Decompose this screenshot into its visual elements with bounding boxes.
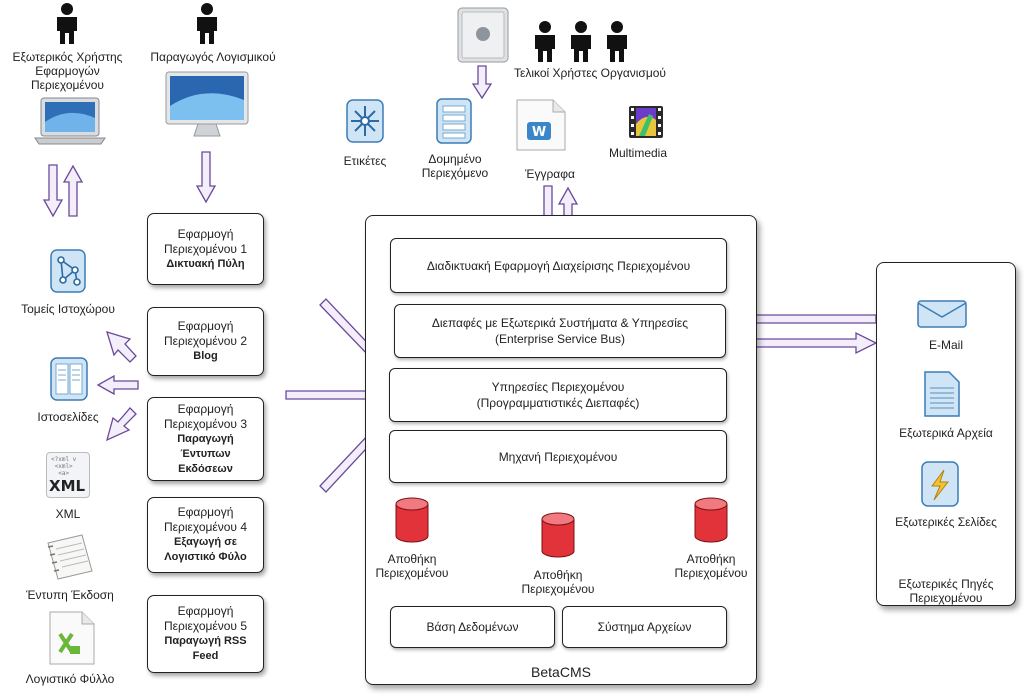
repo-right-label: Αποθήκη Περιεχομένου (674, 552, 748, 580)
user-icon (57, 3, 77, 44)
content-app-1[interactable]: Εφαρμογή Περιεχομένου 1 Δικτυακή Πύλη (147, 213, 264, 285)
content-app-4[interactable]: Εφαρμογή Περιεχομένου 4 Εξαγωγή σε Λογισ… (147, 497, 264, 573)
database-cylinder-icon (541, 512, 575, 558)
site-sections-label: Τομείς Ιστοχώρου (21, 302, 115, 316)
repo-left-label: Αποθήκη Περιεχομένου (375, 552, 449, 580)
notebook-icon (47, 534, 93, 580)
content-app-2[interactable]: Εφαρμογή Περιεχομένου 2 Blog (147, 307, 264, 376)
esb-sublabel: (Enterprise Service Bus) (494, 332, 626, 346)
document-icon: W (516, 99, 566, 151)
email-label: E-Mail (928, 338, 963, 352)
multimedia-label: Multimedia (608, 146, 668, 160)
user-icon (197, 3, 217, 44)
svg-text:W: W (532, 125, 546, 140)
spreadsheet-icon (49, 611, 95, 665)
engine-label: Μηχανή Περιεχομένου (498, 449, 618, 464)
arrow-diag (106, 407, 137, 442)
arrow-down (471, 65, 493, 100)
multimedia-icon (629, 106, 663, 138)
email-icon (917, 300, 967, 328)
content-engine[interactable]: Μηχανή Περιεχομένου (389, 430, 727, 483)
arrow-down (42, 164, 64, 218)
database-label: Βάση Δεδομένων (426, 620, 519, 634)
filesystem-label: Σύστημα Αρχείων (597, 620, 692, 634)
structured-content-label: Δομημένο Περιεχόμενο (421, 152, 489, 180)
documents-label: Έγγραφα (525, 167, 575, 181)
content-app-title: Εφαρμογή Περιεχομένου 5 (163, 604, 247, 633)
content-app-name: Παραγωγή RSS Feed (164, 635, 247, 662)
monitor-icon (165, 71, 249, 137)
arrow-up (62, 164, 84, 217)
content-app-title: Εφαρμογή Περιεχομένου 3 (163, 401, 247, 431)
external-user-label: Εξωτερικός Χρήστης Εφαρμογών Περιεχομένο… (12, 50, 123, 92)
content-app-title: Εφαρμογή Περιεχομένου 1 (163, 226, 247, 256)
external-file-icon (924, 371, 960, 417)
site-sections-icon (50, 249, 86, 293)
external-page-icon (921, 461, 959, 507)
services-sublabel: (Προγραμματιστικές Διεπαφές) (476, 396, 640, 410)
web-admin-app[interactable]: Διαδικτυακή Εφαρμογή Διαχείρισης Περιεχο… (390, 238, 727, 293)
database-cylinder-icon (395, 497, 429, 543)
database-box[interactable]: Βάση Δεδομένων (390, 606, 555, 648)
webpages-label: Ιστοσελίδες (37, 410, 99, 424)
structured-content-icon (436, 98, 472, 144)
developer-label: Παραγωγός Λογισμικού (150, 50, 276, 64)
arrow-diag (106, 331, 137, 363)
content-app-name: Εξαγωγή σε Λογιστικό Φύλο (164, 536, 247, 563)
content-app-name: Δικτυακή Πύλη (166, 257, 245, 270)
tags-icon (346, 99, 384, 143)
content-app-title: Εφαρμογή Περιεχομένου 4 (163, 505, 247, 534)
end-users-label: Τελικοί Χρήστες Οργανισμού (514, 66, 666, 80)
external-files-label: Εξωτερικά Αρχεία (899, 426, 993, 440)
external-sources-title: Εξωτερικές Πηγές Περιεχομένου (898, 577, 994, 605)
arrow-down (195, 151, 217, 204)
xml-icon: <?xml v <xml> <a> XML (46, 452, 90, 498)
content-app-title: Εφαρμογή Περιεχομένου 2 (163, 319, 247, 348)
webpages-icon (50, 357, 88, 401)
spreadsheet-label: Λογιστικό Φύλλο (25, 672, 115, 686)
users-group-icon (535, 21, 627, 62)
repo-mid-label: Αποθήκη Περιεχομένου (521, 568, 595, 596)
web-admin-label: Διαδικτυακή Εφαρμογή Διαχείρισης Περιεχο… (426, 258, 691, 273)
xml-label: XML (55, 507, 81, 521)
content-app-5[interactable]: Εφαρμογή Περιεχομένου 5 Παραγωγή RSS Fee… (147, 595, 264, 673)
betacms-title: BetaCMS (531, 664, 591, 680)
esb-interfaces[interactable]: Διεπαφές με Εξωτερικά Συστήματα & Υπηρεσ… (394, 304, 726, 358)
database-cylinder-icon (694, 497, 728, 543)
arrow-left (96, 374, 139, 396)
content-app-3[interactable]: Εφαρμογή Περιεχομένου 3 Παραγωγή Έντυπων… (147, 397, 264, 481)
laptop-icon (34, 97, 106, 145)
tags-label: Ετικέτες (343, 154, 387, 168)
esb-label: Διεπαφές με Εξωτερικά Συστήματα & Υπηρεσ… (431, 316, 689, 330)
filesystem-box[interactable]: Σύστημα Αρχείων (562, 606, 727, 648)
content-services[interactable]: Υπηρεσίες Περιεχομένου (Προγραμματιστικέ… (389, 368, 727, 422)
print-edition-label: Έντυπη Έκδοση (26, 588, 114, 602)
external-pages-label: Εξωτερικές Σελίδες (895, 515, 997, 529)
content-app-name: Blog (193, 350, 218, 362)
server-icon (457, 7, 509, 63)
content-app-name: Παραγωγή Έντυπων Εκδόσεων (177, 432, 234, 475)
services-label: Υπηρεσίες Περιεχομένου (491, 380, 625, 394)
